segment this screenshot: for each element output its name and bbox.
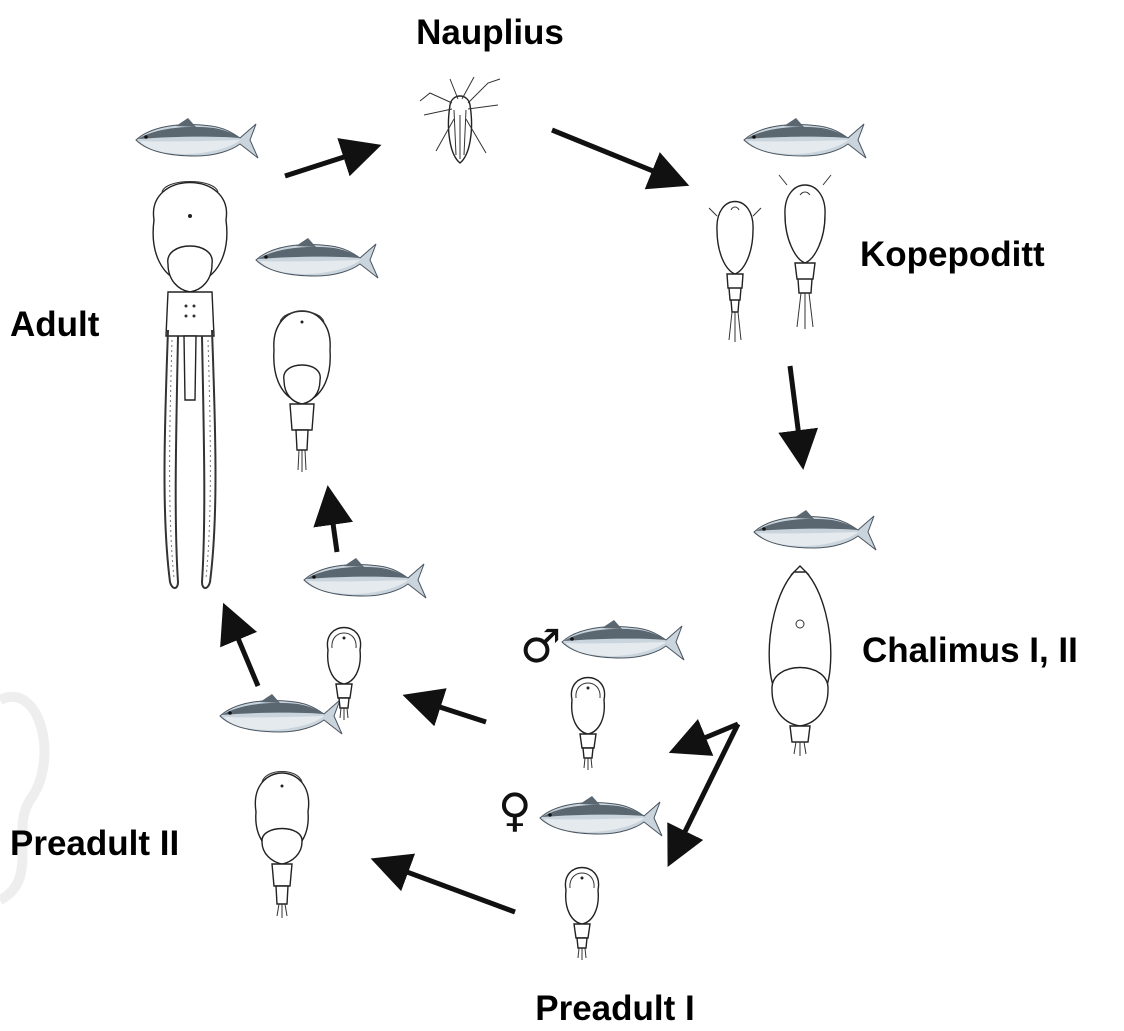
arrow-preadult-2-to-adult-male <box>329 495 337 552</box>
label-preadult-1: Preadult I <box>535 989 694 1028</box>
label-kopepoditt: Kopepoditt <box>860 235 1045 274</box>
adult-male-louse-icon <box>274 311 330 472</box>
salmon-icon-chalimus <box>754 510 876 550</box>
arrow-preadult-1-to-preadult-2-male <box>412 698 486 722</box>
label-nauplius: Nauplius <box>416 13 564 52</box>
label-chalimus: Chalimus I, II <box>862 631 1078 670</box>
chalimus-larva-icon <box>769 566 831 756</box>
female-symbol: ♀ <box>498 783 532 837</box>
preadult-1-male-louse-icon <box>571 678 604 771</box>
arrow-chalimus-to-preadult-1-female <box>672 724 738 858</box>
salmon-icon-preadult-2-female <box>220 694 342 734</box>
salmon-icon-kopepoditt <box>744 118 866 158</box>
salmon-icon-adult-male <box>256 238 378 278</box>
salmon-icon-preadult-2-male <box>304 558 426 598</box>
preadult-2-female-louse-icon <box>255 772 308 919</box>
nauplius-larva-icon <box>420 77 500 163</box>
salmon-icon-adult-female <box>136 118 258 158</box>
arrow-preadult-1-to-preadult-2-female <box>380 862 515 912</box>
label-adult: Adult <box>10 305 100 344</box>
preadult-1-female-louse-icon <box>565 868 598 961</box>
male-symbol: ♂ <box>520 619 561 673</box>
arrow-adult-to-nauplius <box>285 148 372 176</box>
salmon-icon-preadult-1-male <box>562 620 684 660</box>
kopepoditt-larva-icon <box>709 175 831 342</box>
salmon-icon-preadult-1-female <box>540 796 662 836</box>
arrow-kopepoditt-to-chalimus <box>790 366 802 460</box>
label-preadult-2: Preadult II <box>10 824 179 863</box>
arrow-preadult-2-to-adult-female <box>227 612 258 686</box>
watermark-arc <box>0 697 44 900</box>
adult-female-louse-icon <box>153 182 227 589</box>
arrow-nauplius-to-kopepoditt <box>552 130 680 182</box>
